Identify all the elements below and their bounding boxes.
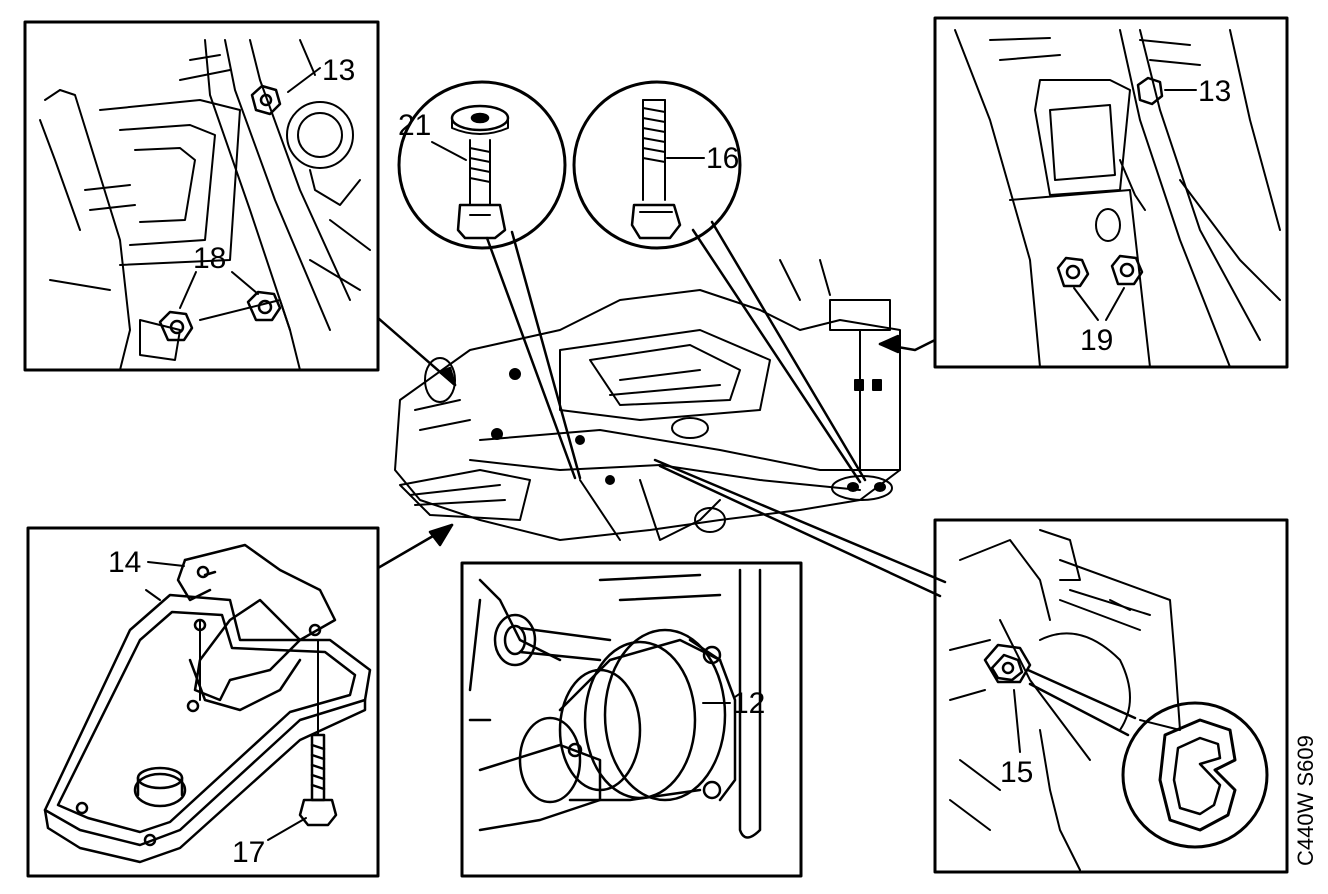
callout-13: 13 bbox=[1198, 75, 1231, 108]
nut-13-b bbox=[1136, 76, 1164, 106]
central-overview bbox=[394, 259, 901, 541]
callout-15: 15 bbox=[1000, 756, 1033, 789]
bolt-18-a bbox=[158, 310, 194, 342]
nut-15 bbox=[983, 643, 1032, 684]
callout-17: 17 bbox=[232, 836, 265, 869]
detail-panel-bottom-left: 14 17 bbox=[26, 526, 380, 878]
callout-13: 13 bbox=[322, 54, 355, 87]
callout-14: 14 bbox=[108, 546, 141, 579]
detail-panel-bottom-right: 15 bbox=[933, 518, 1289, 874]
leader-lines bbox=[376, 220, 947, 598]
nut-13-a bbox=[250, 84, 282, 116]
detail-panel-bottom-center: 12 bbox=[460, 561, 803, 878]
callout-18: 18 bbox=[193, 242, 226, 275]
detail-circle-21: 21 bbox=[397, 80, 567, 250]
callout-12: 12 bbox=[732, 687, 765, 720]
detail-panel-top-right: 13 19 bbox=[933, 16, 1289, 369]
figure-reference: C440W S609 bbox=[1293, 735, 1318, 866]
bolt-18-b bbox=[246, 290, 282, 322]
bolt-17 bbox=[298, 733, 338, 827]
callout-16: 16 bbox=[706, 142, 739, 175]
bolt-19-a bbox=[1056, 256, 1090, 288]
detail-circle-16: 16 bbox=[572, 80, 742, 250]
callout-21: 21 bbox=[398, 109, 431, 142]
bolt-19-b bbox=[1110, 254, 1144, 286]
callout-19: 19 bbox=[1080, 324, 1113, 357]
detail-panel-top-left: 13 18 bbox=[23, 20, 380, 372]
